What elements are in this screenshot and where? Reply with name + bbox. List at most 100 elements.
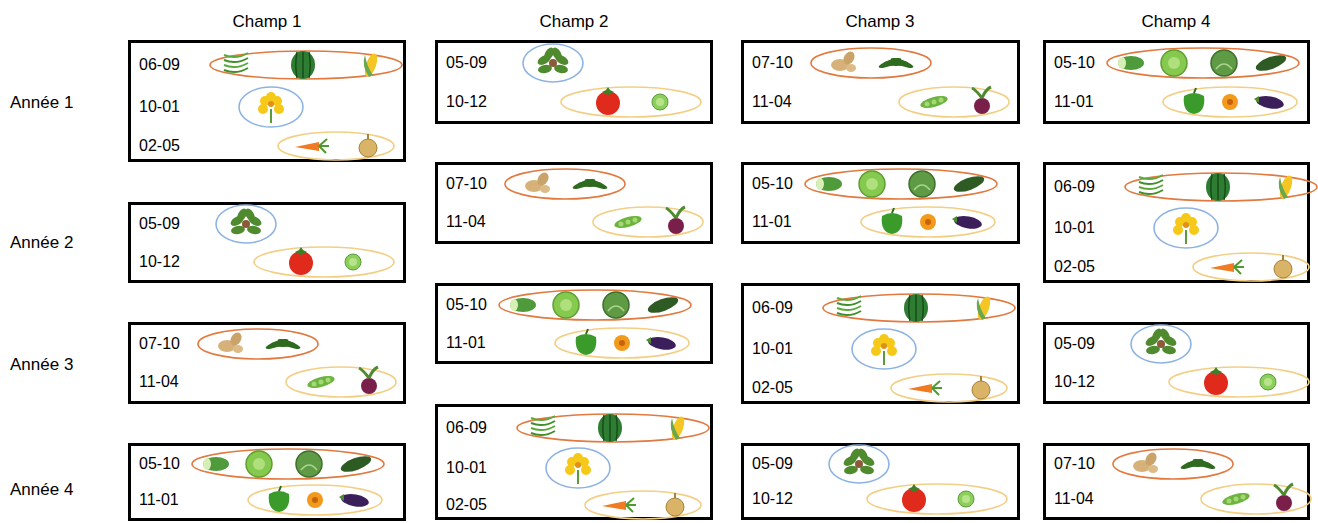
vegetable-icon bbox=[1206, 173, 1230, 201]
crop-group bbox=[210, 51, 402, 79]
period-label: 07-10 bbox=[1054, 455, 1095, 473]
vegetable-icon bbox=[920, 214, 936, 230]
crop-group bbox=[286, 367, 396, 397]
period-label: 11-01 bbox=[1054, 93, 1094, 111]
group-ellipse bbox=[216, 205, 276, 243]
veg-shape bbox=[909, 171, 935, 197]
period-label: 11-04 bbox=[1054, 490, 1094, 508]
period-label: 02-05 bbox=[446, 496, 487, 514]
veg-shape bbox=[1181, 213, 1191, 223]
veg-shape bbox=[531, 421, 555, 425]
vegetable-icon bbox=[1139, 175, 1163, 194]
veg-shape bbox=[1224, 174, 1225, 200]
veg-shape bbox=[510, 299, 518, 311]
group-ellipse bbox=[1154, 208, 1218, 248]
crop-group bbox=[1107, 48, 1299, 78]
crop-group bbox=[546, 448, 610, 488]
veg-shape bbox=[909, 295, 910, 321]
vegetable-icon bbox=[345, 254, 361, 270]
veg-shape bbox=[266, 92, 276, 102]
period-label: 07-10 bbox=[139, 335, 180, 353]
veg-shape bbox=[1139, 180, 1163, 184]
veg-shape bbox=[224, 68, 248, 72]
veg-shape bbox=[1139, 175, 1163, 179]
veg-shape bbox=[1254, 52, 1288, 74]
veg-shape bbox=[837, 311, 861, 315]
group-ellipse bbox=[210, 51, 402, 79]
crop-group bbox=[891, 374, 1007, 402]
period-label: 06-09 bbox=[139, 56, 180, 74]
vegetable-icon bbox=[902, 484, 926, 512]
group-ellipse bbox=[867, 484, 1007, 514]
veg-shape bbox=[531, 431, 555, 435]
vegetable-icon bbox=[972, 376, 990, 399]
veg-shape bbox=[656, 98, 664, 106]
vegetable-icon bbox=[339, 453, 373, 475]
vegetable-icon bbox=[224, 53, 248, 72]
vegetable-icon bbox=[1210, 260, 1244, 274]
veg-shape bbox=[602, 501, 626, 510]
period-label: 05-10 bbox=[1054, 54, 1095, 72]
veg-shape bbox=[647, 335, 677, 352]
vegetable-icon bbox=[952, 214, 983, 231]
vegetable-icon bbox=[307, 492, 323, 508]
crop-group bbox=[254, 247, 394, 277]
group-ellipse bbox=[1107, 48, 1299, 78]
veg-shape bbox=[669, 415, 687, 441]
veg-shape bbox=[258, 104, 268, 114]
veg-shape bbox=[1276, 495, 1292, 511]
veg-shape bbox=[312, 381, 317, 386]
period-label: 02-05 bbox=[139, 137, 180, 155]
period-label: 05-09 bbox=[139, 215, 180, 233]
veg-shape bbox=[1264, 378, 1272, 386]
group-ellipse bbox=[891, 374, 1007, 402]
row-label: Année 2 bbox=[10, 233, 73, 253]
rotation-box: 06-0910-0102-05 bbox=[435, 404, 713, 520]
veg-shape bbox=[608, 306, 624, 311]
veg-shape bbox=[816, 178, 824, 190]
vegetable-icon bbox=[952, 173, 986, 195]
veg-shape bbox=[674, 493, 676, 498]
vegetable-icon bbox=[1184, 88, 1205, 114]
vegetable-icon bbox=[296, 451, 322, 477]
vegetable-icon bbox=[882, 208, 903, 234]
vegetable-icon bbox=[565, 453, 591, 484]
veg-shape bbox=[1168, 57, 1180, 69]
row-label: Année 1 bbox=[10, 93, 73, 113]
veg-shape bbox=[279, 486, 281, 491]
veg-shape bbox=[952, 216, 957, 223]
crop-group bbox=[1125, 173, 1317, 201]
vegetable-icon bbox=[831, 49, 857, 72]
veg-shape bbox=[953, 214, 983, 231]
veg-shape bbox=[846, 64, 856, 72]
crop-group bbox=[192, 449, 384, 479]
crop-group bbox=[593, 207, 703, 237]
group-ellipse bbox=[286, 367, 396, 397]
period-label: 10-01 bbox=[139, 98, 180, 116]
group-ellipse bbox=[852, 329, 916, 369]
vegetable-icon bbox=[359, 134, 377, 157]
veg-shape bbox=[307, 492, 323, 508]
veg-shape bbox=[666, 498, 684, 516]
veg-shape bbox=[614, 335, 630, 351]
crop-group bbox=[1163, 87, 1297, 117]
crop-group bbox=[505, 169, 625, 199]
veg-shape bbox=[1216, 64, 1232, 69]
veg-shape bbox=[1139, 190, 1163, 194]
group-ellipse bbox=[829, 445, 889, 483]
veg-shape bbox=[972, 381, 990, 399]
veg-shape bbox=[972, 87, 991, 98]
period-label: 10-12 bbox=[446, 93, 487, 111]
veg-shape bbox=[1184, 93, 1205, 114]
veg-shape bbox=[565, 465, 575, 475]
column-header: Champ 4 bbox=[1142, 12, 1211, 32]
veg-shape bbox=[319, 139, 329, 153]
veg-shape bbox=[668, 218, 684, 234]
group-ellipse bbox=[593, 207, 703, 237]
vegetable-icon bbox=[666, 493, 684, 516]
veg-shape bbox=[939, 98, 944, 103]
group-ellipse bbox=[198, 329, 318, 359]
vegetable-icon bbox=[958, 491, 974, 507]
veg-shape bbox=[598, 414, 622, 442]
